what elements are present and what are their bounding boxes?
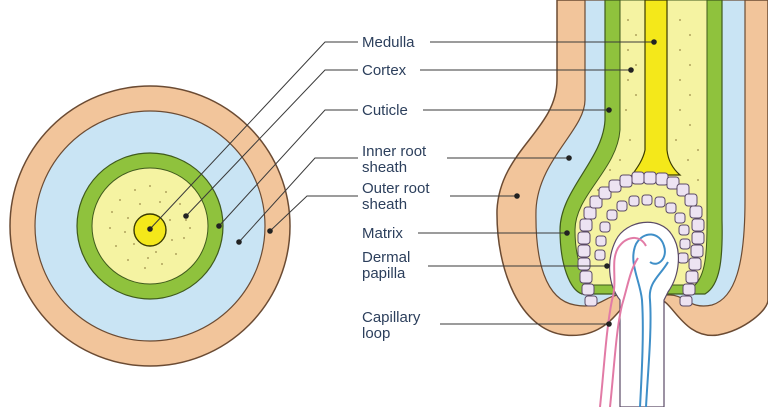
label-capillary-loop-line1: Capillary	[362, 309, 421, 326]
label-matrix: Matrix	[362, 225, 403, 242]
label-outer-root-sheath-line1: Outer root	[362, 180, 430, 197]
labels: Medulla Cortex Cuticle Inner root sheath…	[362, 34, 430, 342]
label-inner-root-sheath-line1: Inner root	[362, 143, 427, 160]
label-cuticle: Cuticle	[362, 102, 408, 119]
label-inner-root-sheath-line2: sheath	[362, 159, 407, 176]
label-outer-root-sheath-line2: sheath	[362, 196, 407, 213]
label-medulla: Medulla	[362, 34, 415, 51]
cross-section	[10, 86, 290, 366]
label-dermal-papilla-line2: papilla	[362, 265, 406, 282]
label-capillary-loop-line2: loop	[362, 325, 390, 342]
label-dermal-papilla-line1: Dermal	[362, 249, 410, 266]
longitudinal-section	[497, 0, 768, 407]
label-cortex: Cortex	[362, 62, 407, 79]
